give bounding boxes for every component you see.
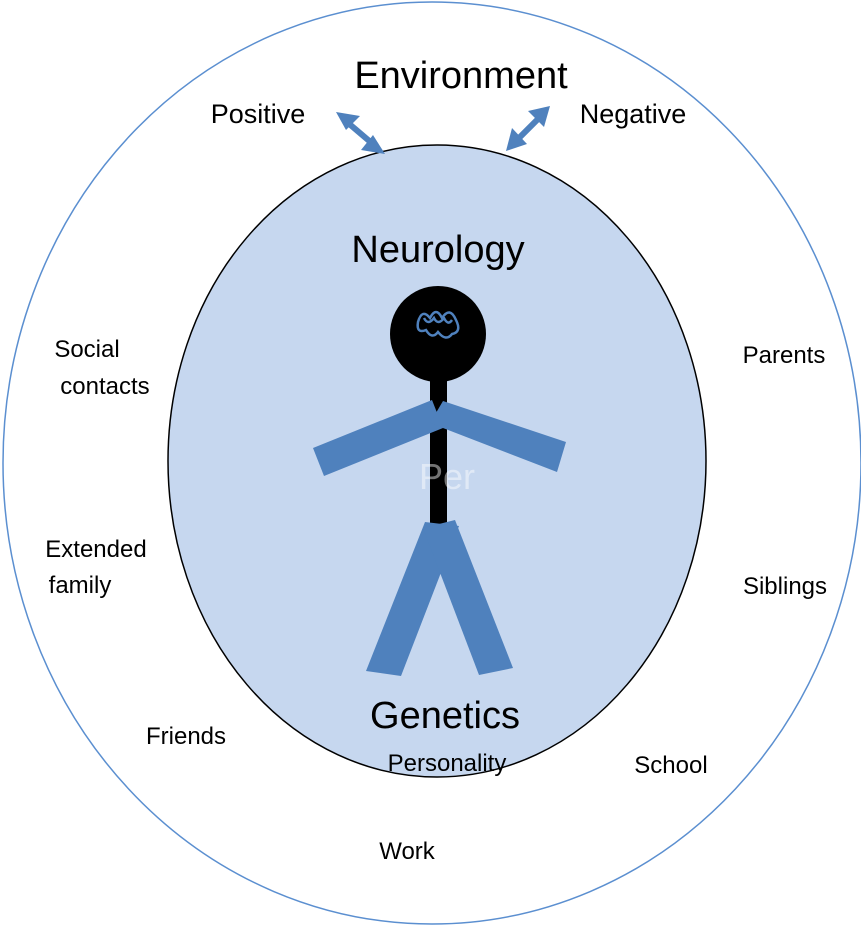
- negative-arrow: [506, 106, 550, 151]
- label-family: family: [49, 572, 112, 599]
- person-figure: [313, 286, 566, 676]
- label-personality: Personality: [388, 750, 507, 777]
- brain-scribble-icon: [416, 310, 460, 339]
- figure-neck: [430, 372, 447, 532]
- label-genetics: Genetics: [370, 695, 520, 737]
- label-school: School: [634, 752, 707, 779]
- right-leg: [423, 520, 513, 675]
- label-contacts: contacts: [60, 373, 149, 400]
- label-extended: Extended: [45, 536, 146, 563]
- positive-arrow: [336, 112, 385, 154]
- label-neurology: Neurology: [351, 229, 524, 271]
- left-arm: [313, 400, 443, 476]
- label-work: Work: [379, 838, 436, 865]
- label-parents: Parents: [743, 342, 826, 369]
- right-arm: [430, 401, 566, 472]
- label-per: Per: [419, 456, 475, 497]
- title-environment: Environment: [354, 55, 568, 97]
- label-siblings: Siblings: [743, 573, 827, 600]
- label-friends: Friends: [146, 723, 226, 750]
- label-social: Social: [54, 336, 119, 363]
- head-icon: [390, 286, 486, 382]
- label-positive: Positive: [211, 99, 306, 129]
- label-negative: Negative: [580, 99, 687, 129]
